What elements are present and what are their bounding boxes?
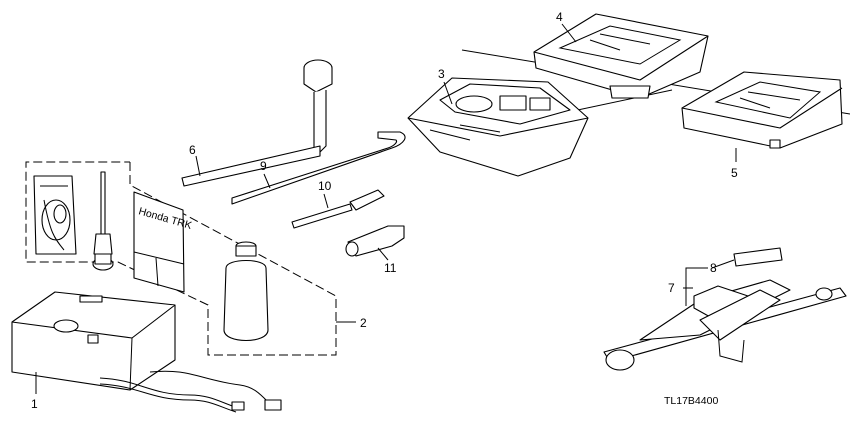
callout-7: 7 (668, 281, 675, 295)
tire-repair-compressor (11, 291, 282, 413)
towing-hook (345, 225, 405, 257)
tool-tray-front (407, 77, 589, 177)
scissor-jack (603, 279, 847, 371)
callout-9: 9 (260, 159, 267, 173)
callout-2: 2 (360, 316, 367, 330)
tool-tray-lower (681, 71, 843, 149)
tool-tray-upper (533, 13, 709, 99)
kit-boundary (25, 161, 337, 356)
jack-label (733, 247, 783, 267)
screwdriver-tool (291, 189, 385, 229)
valve-core-tool (92, 171, 114, 271)
kit-manual-booklet: Honda TRK (133, 191, 193, 293)
sealant-bottle (223, 241, 269, 341)
diagram-code: TL17B4400 (664, 395, 718, 407)
callout-10: 10 (318, 179, 332, 193)
jack-handle-bar (231, 131, 406, 205)
callout-8: 8 (710, 261, 717, 275)
callout-6: 6 (189, 143, 196, 157)
callout-3: 3 (438, 67, 445, 81)
callout-11: 11 (384, 261, 397, 275)
callout-numbers: 1 2 3 4 5 6 7 8 9 10 11 (31, 10, 738, 411)
callout-4: 4 (556, 10, 563, 24)
callout-5: 5 (731, 166, 738, 180)
callout-1: 1 (31, 397, 38, 411)
leader-lines (35, 23, 737, 394)
wheel-nut-wrench (181, 59, 333, 187)
sealant-pouch (33, 175, 77, 255)
